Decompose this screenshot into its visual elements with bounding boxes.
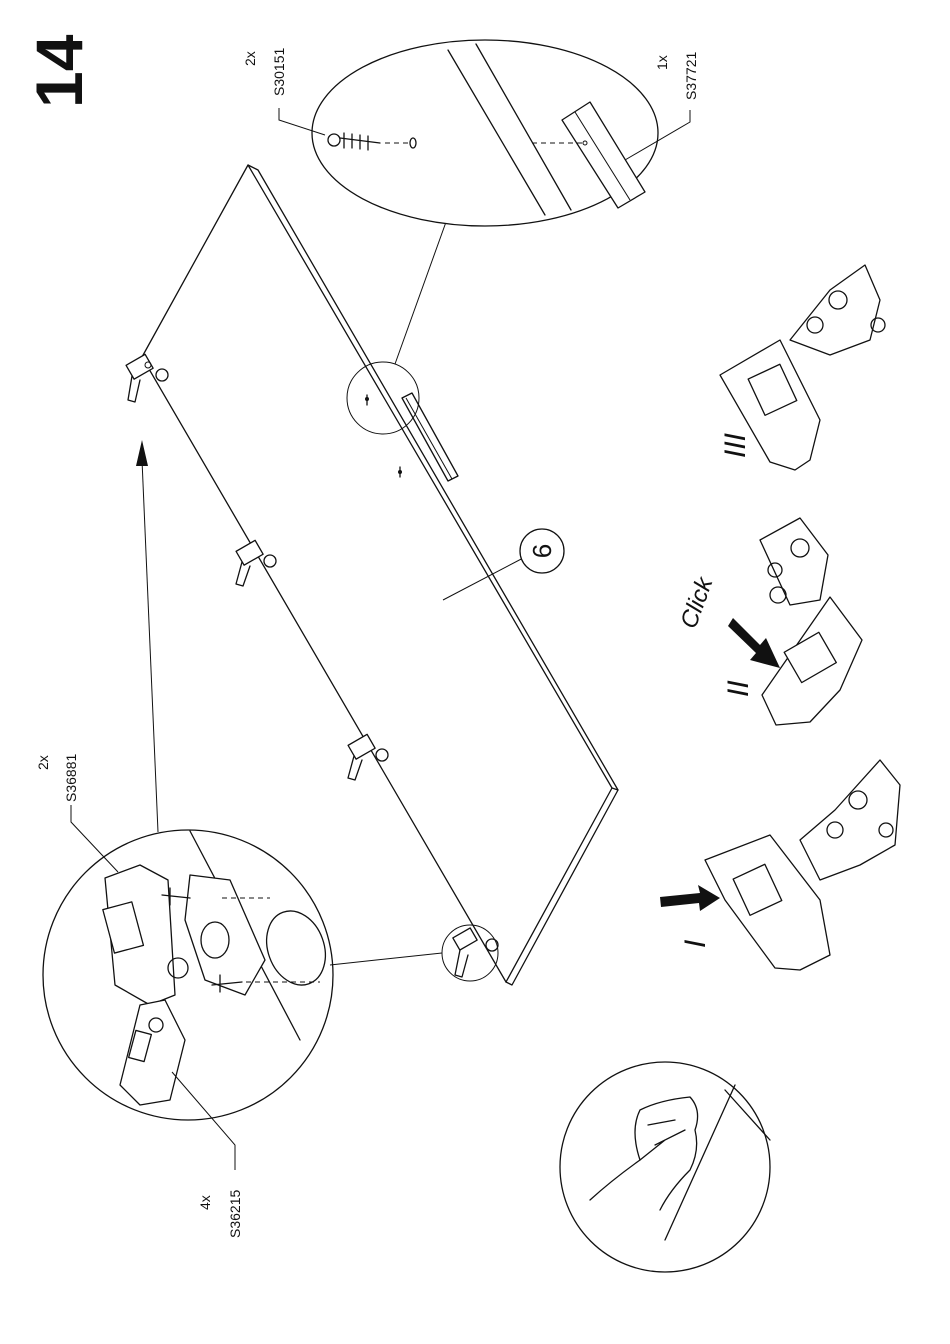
handle-profile-qty: 1x [654, 55, 670, 70]
screw-qty: 2x [242, 51, 258, 66]
sequence-step-3-label: III [719, 433, 752, 458]
base-plate-code: S36215 [227, 1190, 243, 1238]
sequence-step-1 [660, 760, 900, 970]
hinge-code: S36881 [63, 754, 79, 802]
screw-code: S30151 [271, 48, 287, 96]
sequence-step-1-label: I [679, 940, 712, 948]
step-number: 14 [22, 34, 96, 108]
handle-profile-detail [312, 40, 658, 226]
sequence-step-2-label: II [722, 680, 755, 697]
panel-number: 6 [527, 544, 557, 558]
handle-profile-code: S37721 [683, 52, 699, 100]
click-label: Click [675, 572, 719, 632]
hand-detail [560, 1062, 770, 1272]
hinge-qty: 2x [35, 755, 51, 770]
base-plate-qty: 4x [197, 1195, 213, 1210]
